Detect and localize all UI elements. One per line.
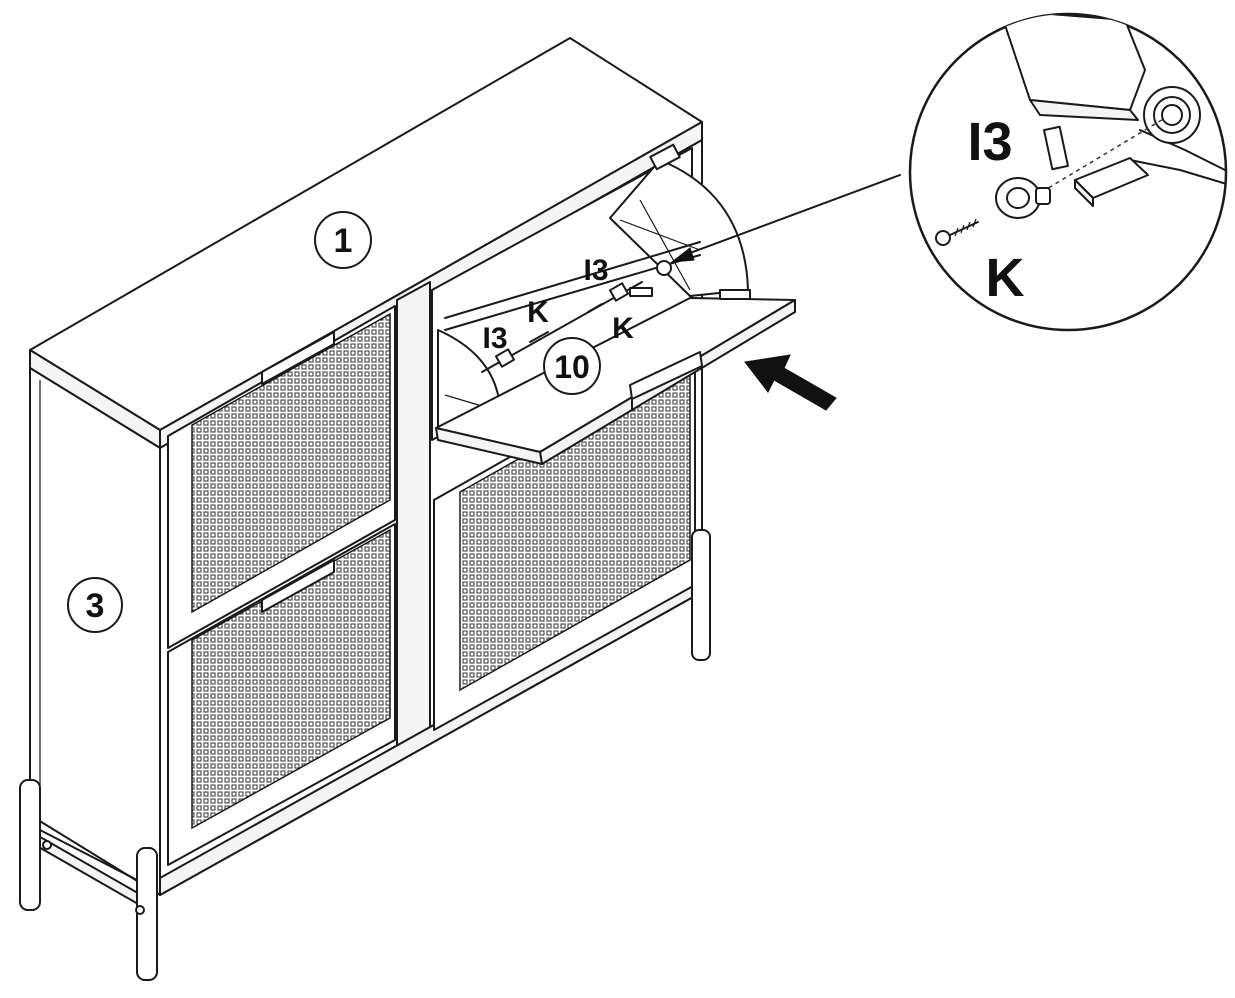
screw-K-part	[935, 218, 979, 246]
center-divider	[396, 281, 431, 759]
support-arc-right	[609, 159, 749, 297]
detail-label-fitting: I3	[967, 112, 1012, 172]
door-handle	[629, 351, 703, 400]
door-handle	[261, 559, 335, 613]
cabinet	[19, 37, 711, 981]
push-arrow-icon	[744, 354, 837, 411]
detail-view: I3 K	[908, 12, 1228, 332]
svg-text:3: 3	[86, 587, 105, 625]
legs	[19, 529, 711, 981]
label-right-fitting: I3	[583, 254, 608, 287]
door-handle	[261, 331, 335, 385]
door-left-bottom	[167, 523, 396, 866]
detail-label-screw: K	[986, 248, 1025, 308]
label-left-screw: K	[527, 296, 549, 329]
callout-top-panel: 1	[314, 211, 372, 269]
fitting-left	[494, 348, 516, 368]
flap-door-assembly	[431, 143, 796, 465]
door-left-top	[167, 305, 396, 649]
fitting-right	[608, 282, 630, 302]
svg-text:1: 1	[334, 222, 353, 260]
callout-side-panel: 3	[67, 577, 123, 633]
label-left-fitting: I3	[482, 322, 507, 355]
callout-flap-door: 10	[543, 337, 601, 395]
label-right-screw: K	[612, 312, 634, 345]
detail-leader-line	[670, 174, 901, 263]
svg-text:10: 10	[554, 349, 590, 385]
